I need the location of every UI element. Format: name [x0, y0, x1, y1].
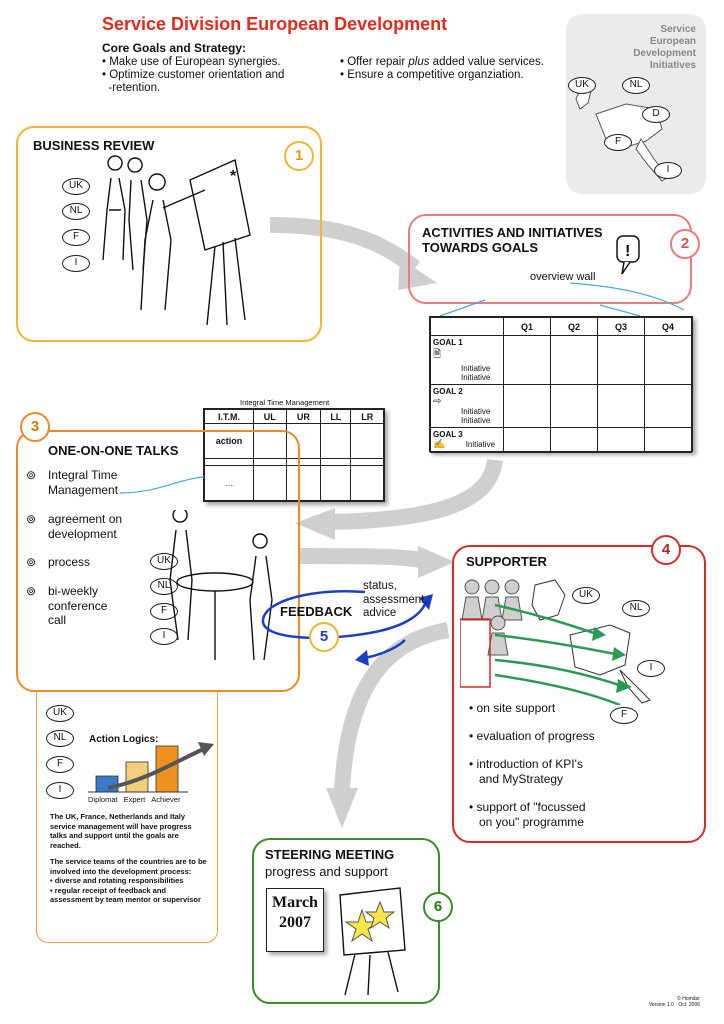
page-title: Service Division European Development	[102, 14, 448, 34]
asterisk-mark: *	[230, 168, 237, 185]
info-card	[36, 690, 218, 943]
goal-item: • Optimize customer orientation and	[102, 69, 285, 81]
country-badge-i: I	[150, 628, 178, 645]
table-header: I.T.M.	[204, 409, 254, 424]
goal-item: • Ensure a competitive organziation.	[340, 69, 524, 81]
country-badge-uk: UK	[572, 587, 600, 604]
feedback-notes: status,assessment,advice	[363, 580, 428, 619]
itm-callout-line	[119, 476, 205, 494]
table-header: LL	[320, 409, 352, 424]
map-card-title: Service European Development Initiatives	[633, 24, 696, 71]
country-badge-f: F	[610, 707, 638, 724]
spiral-icon: ⊚	[26, 512, 37, 526]
supporter-title: SUPPORTER	[466, 554, 547, 569]
table-header: UL	[253, 409, 287, 424]
goals-overview-table: Q1 Q2 Q3 Q4 GOAL 1 🗎 Initiative Initiati…	[429, 316, 693, 453]
step-number-4: 4	[651, 535, 681, 565]
feedback-loop-arrow	[261, 590, 433, 666]
info-text: The UK, France, Netherlands and Italy se…	[50, 812, 207, 904]
supporter-bullet: • evaluation of progress	[469, 729, 595, 743]
goals-left-list: • Make use of European synergies. • Opti…	[102, 56, 284, 95]
map-card: Service European Development Initiatives…	[566, 14, 706, 194]
business-review-title: BUSINESS REVIEW	[33, 138, 155, 153]
table-row: …	[204, 465, 254, 501]
country-badge-uk: UK	[568, 77, 596, 94]
bullet-process: process	[48, 555, 91, 569]
country-badge-i: I	[46, 782, 74, 799]
support-map-sketch	[460, 579, 651, 705]
country-badge-uk: UK	[46, 705, 74, 722]
country-badge-f: F	[604, 134, 632, 151]
step-number-3: 3	[20, 412, 50, 442]
table-header: Q4	[644, 317, 692, 336]
action-logics-bars	[88, 742, 214, 793]
country-badge-i: I	[637, 660, 665, 677]
supporter-bullet: • support of "focussed on you" programme	[469, 800, 586, 829]
steering-meeting-subtitle: progress and support	[265, 864, 388, 879]
table-header	[430, 317, 504, 336]
country-badge-nl: NL	[62, 203, 90, 220]
step-number-1: 1	[284, 141, 314, 171]
svg-text:!: !	[625, 243, 630, 260]
goals-right-list: • Offer repair plus added value services…	[340, 56, 544, 82]
table-header: Q2	[550, 317, 598, 336]
goal-item: • Make use of European synergies.	[102, 56, 281, 68]
goal-item: • Offer repair plus added value services…	[340, 56, 544, 68]
country-badge-d: D	[642, 106, 670, 123]
country-badge-nl: NL	[46, 730, 74, 747]
action-logics-label: Action Logics:	[89, 734, 159, 745]
step-number-2: 2	[670, 229, 700, 259]
one-on-one-title: ONE-ON-ONE TALKS	[48, 443, 179, 458]
speech-bubble-icon: !	[616, 235, 640, 275]
country-badge-uk: UK	[62, 178, 90, 195]
feedback-label: FEEDBACK	[280, 604, 353, 619]
table-header: Q1	[503, 317, 551, 336]
table-row: GOAL 2 ⇨ Initiative Initiative	[430, 384, 504, 428]
goal-item: -retention.	[102, 82, 161, 94]
calendar-icon: March 2007	[266, 888, 324, 952]
meeting-sketch	[169, 510, 273, 661]
country-badge-i: I	[62, 255, 90, 272]
callout-lines	[439, 282, 685, 317]
country-badge-f: F	[150, 603, 178, 620]
one-on-one-box	[16, 430, 300, 692]
activities-box	[408, 214, 692, 304]
itm-caption: Integral Time Management	[240, 398, 330, 407]
goals-heading: Core Goals and Strategy:	[102, 41, 247, 55]
supporter-box	[452, 545, 706, 843]
supporter-bullet: • introduction of KPI's and MyStrategy	[469, 757, 583, 786]
step-number-6: 6	[423, 892, 453, 922]
country-badge-uk: UK	[150, 553, 178, 570]
flipchart-stars-icon	[339, 887, 406, 996]
table-header: LR	[350, 409, 384, 424]
overview-wall-label: overview wall	[530, 271, 596, 283]
table-header: UR	[285, 409, 322, 424]
country-badge-nl: NL	[622, 77, 650, 94]
spiral-icon: ⊚	[26, 468, 37, 482]
country-badge-f: F	[46, 756, 74, 773]
steering-meeting-title: STEERING MEETING	[265, 847, 395, 862]
country-badge-i: I	[654, 162, 682, 179]
activities-title: ACTIVITIES AND INITIATIVES TOWARDS GOALS	[422, 225, 603, 255]
step-number-5: 5	[309, 622, 339, 652]
presentation-sketch	[102, 155, 251, 326]
table-row: GOAL 3 ✍ Initiative	[430, 427, 504, 453]
action-logic-bar	[95, 775, 119, 793]
spiral-icon: ⊚	[26, 555, 37, 569]
table-header: Q3	[597, 317, 645, 336]
supporter-bullet: • on site support	[469, 701, 556, 715]
table-row: GOAL 1 🗎 Initiative Initiative	[430, 335, 504, 385]
country-badge-nl: NL	[622, 600, 650, 617]
spiral-icon: ⊚	[26, 584, 37, 598]
itm-table: I.T.M. UL UR LL LR action …	[203, 408, 385, 502]
table-row: action	[204, 423, 254, 459]
country-badge-f: F	[62, 229, 90, 246]
business-review-box	[16, 126, 322, 342]
